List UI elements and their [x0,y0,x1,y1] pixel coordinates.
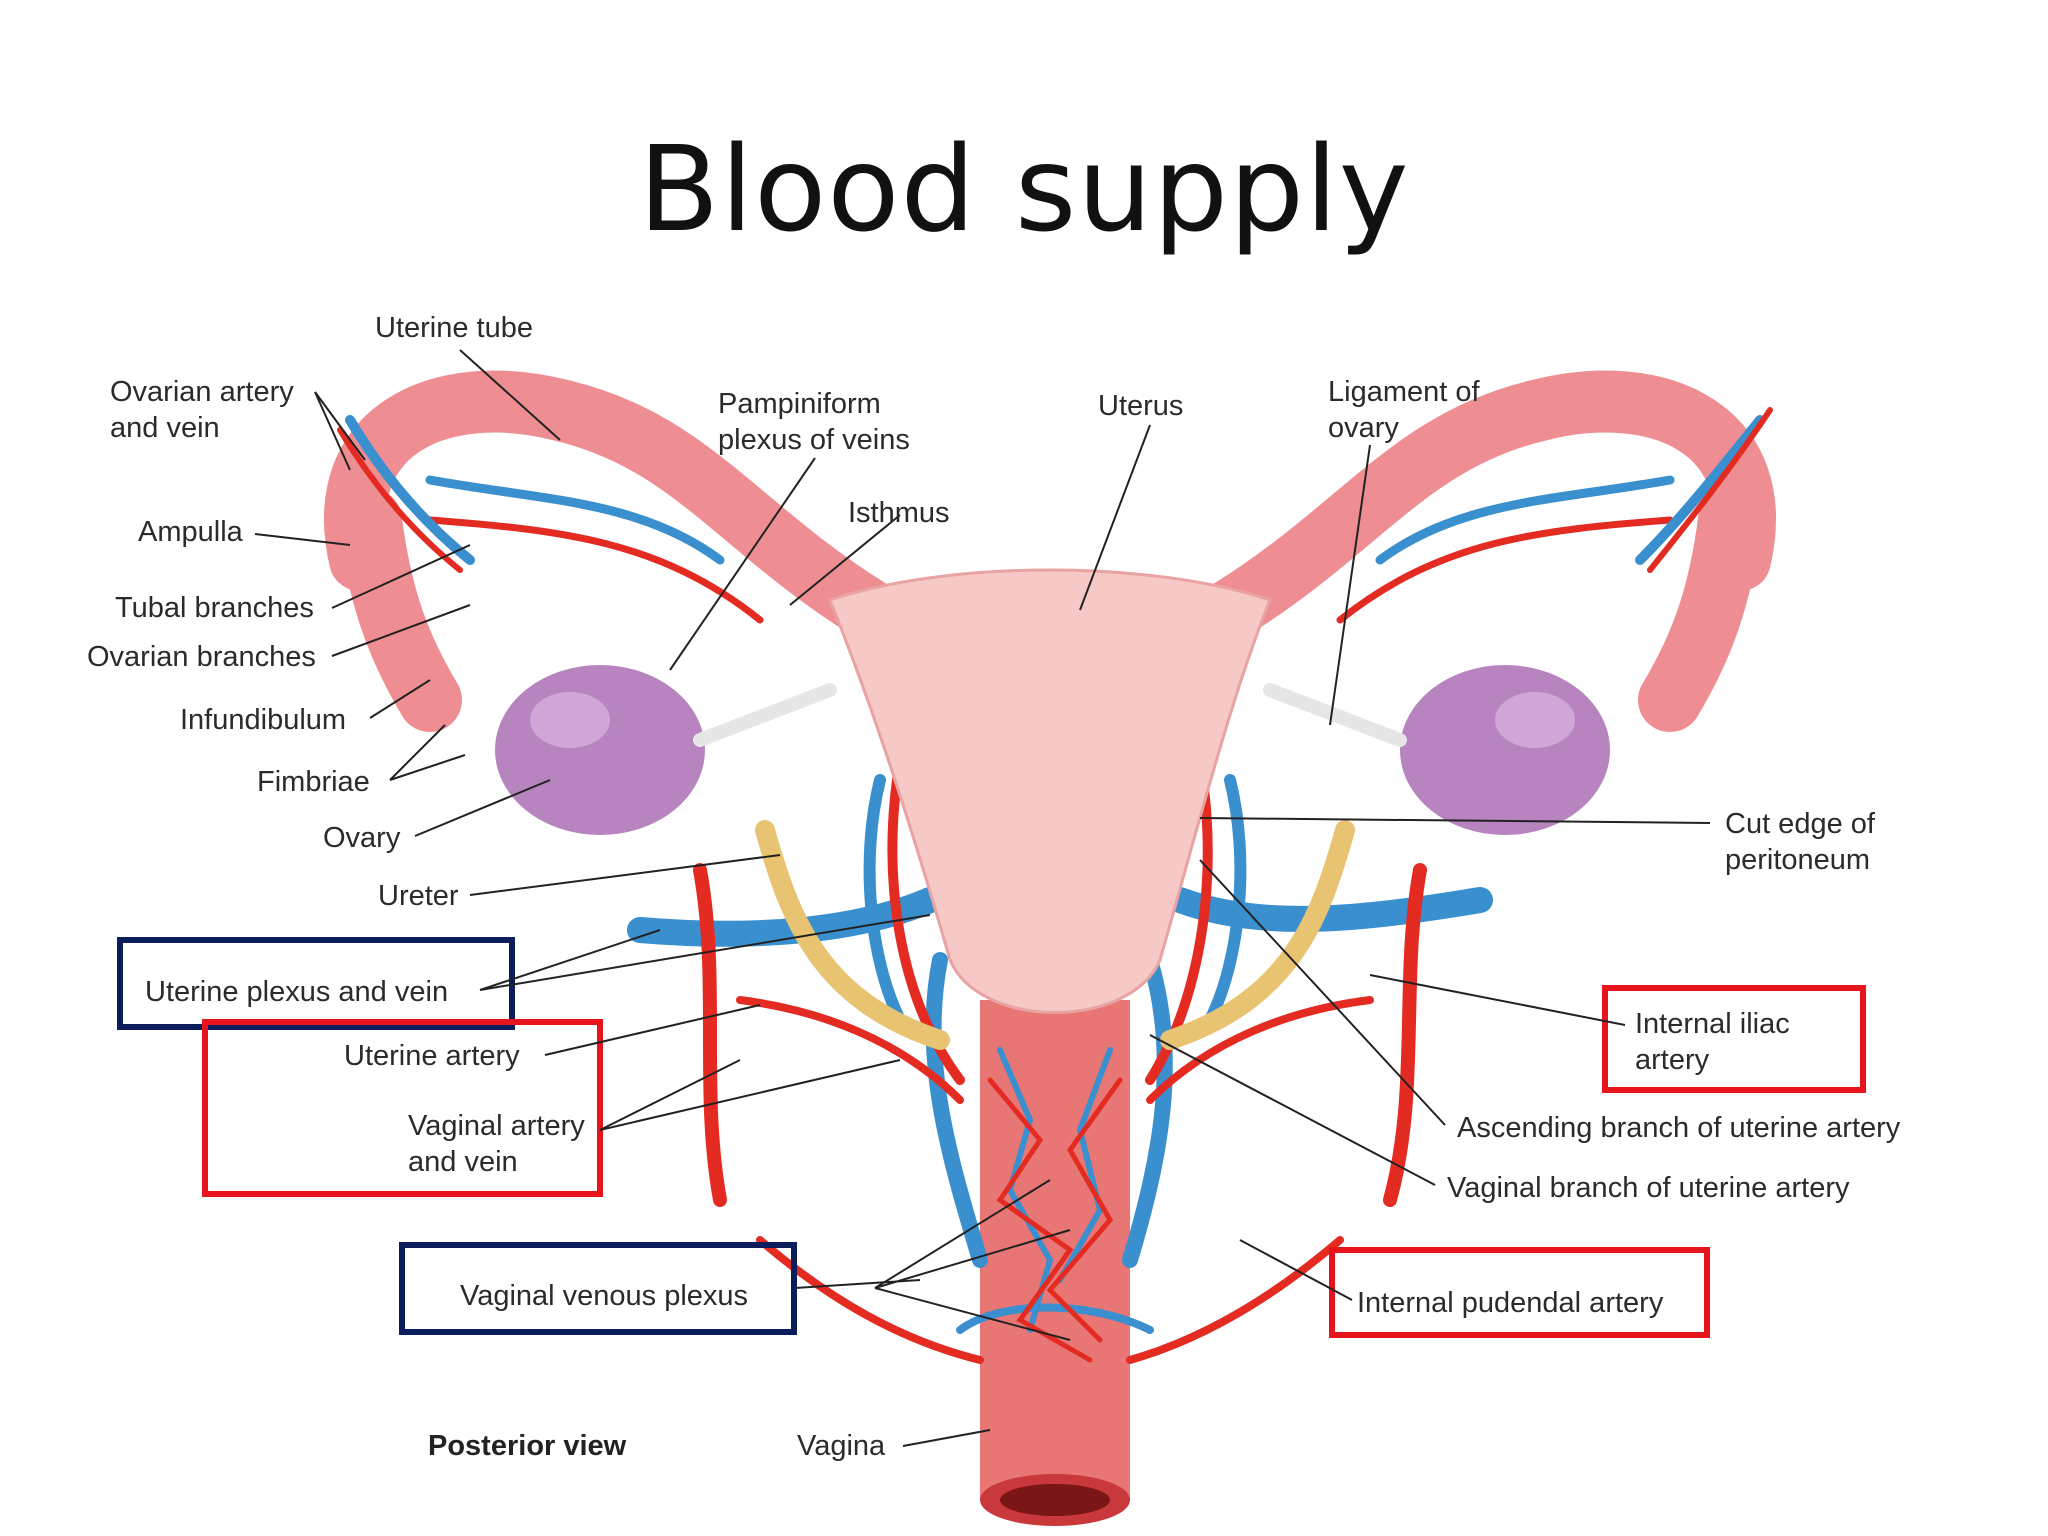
label-internal-iliac-line2: artery [1635,1044,1710,1076]
label-ovary: Ovary [323,822,401,854]
highlight-uterine-artery [202,1019,603,1197]
label-ligament-line1: Ligament of [1328,376,1480,408]
label-ovarian-branches: Ovarian branches [87,641,316,673]
label-infundibulum: Infundibulum [180,704,347,736]
uterus-body [828,568,1272,1014]
label-internal-pudendal: Internal pudendal artery [1357,1287,1664,1319]
label-ascending-branch: Ascending branch of uterine artery [1457,1112,1901,1144]
highlight-internal-iliac [1602,985,1866,1093]
label-cut-edge-line1: Cut edge of [1725,808,1875,840]
label-ureter: Ureter [378,880,459,912]
label-posterior-view: Posterior view [428,1430,627,1462]
label-ovarian-artery-line2: and vein [110,412,220,444]
label-internal-iliac-line1: Internal iliac [1635,1008,1790,1040]
ureters [755,820,1355,1050]
label-pampiniform-line2: plexus of veins [718,424,910,456]
label-fimbriae: Fimbriae [257,766,370,798]
label-ampulla: Ampulla [138,516,243,548]
label-uterine-artery: Uterine artery [344,1040,520,1072]
highlight-uterine-plexus [117,937,515,1030]
slide-title: Blood supply [638,120,1410,258]
label-ligament-line2: ovary [1328,412,1399,444]
label-vagina: Vagina [797,1430,886,1462]
label-vaginal-artery-line2: and vein [408,1146,518,1178]
label-uterine-tube: Uterine tube [375,312,533,344]
ovarian-vessels [337,407,1773,573]
label-vaginal-venous-plexus: Vaginal venous plexus [460,1280,749,1312]
label-tubal-branches: Tubal branches [115,592,314,624]
ligaments [693,683,1407,747]
label-cut-edge-line2: peritoneum [1725,844,1871,876]
label-uterus: Uterus [1098,390,1184,422]
leader-lines [254,349,1711,1447]
label-ovarian-artery-line1: Ovarian artery [110,376,294,408]
ovaries [495,665,1610,835]
label-isthmus: Isthmus [848,497,950,529]
label-vaginal-artery-line1: Vaginal artery [408,1110,585,1142]
label-pampiniform-line1: Pampiniform [718,388,881,420]
highlight-vaginal-venous-plexus [399,1242,797,1335]
label-vaginal-branch: Vaginal branch of uterine artery [1447,1172,1850,1204]
vagina-shape [980,1000,1130,1526]
highlight-internal-pudendal [1329,1247,1710,1338]
label-uterine-plexus: Uterine plexus and vein [145,976,449,1008]
